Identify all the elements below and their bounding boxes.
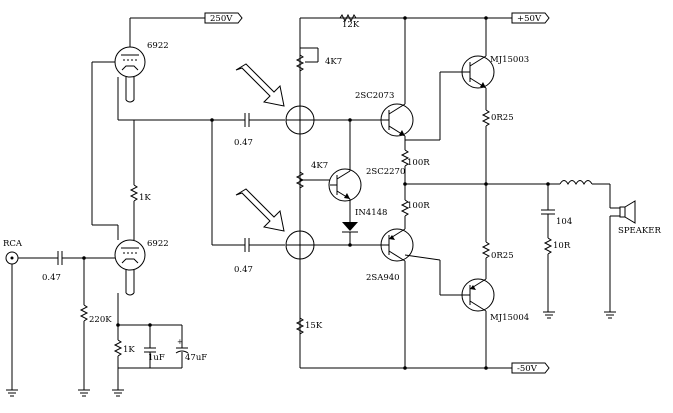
- speaker-label: SPEAKER: [618, 226, 661, 236]
- r-1k-mid-label: 1K: [139, 193, 151, 203]
- tube-top-label: 6922: [147, 41, 169, 51]
- c-in-label: 0.47: [42, 273, 61, 283]
- r-4k7-mid-label: 4K7: [311, 161, 328, 171]
- q-mj15003-label: MJ15003: [490, 55, 529, 65]
- r-12k-label: 12K: [342, 20, 360, 30]
- q-2sa940-label: 2SA940: [366, 273, 400, 283]
- transistor-mj15004: [461, 278, 495, 312]
- q-2sc2073-label: 2SC2073: [355, 91, 394, 101]
- resistor-1k-mid: [129, 184, 139, 202]
- arrow-bottom: [235, 188, 285, 232]
- r-220k-label: 220K: [89, 315, 112, 325]
- speaker-icon: [610, 200, 636, 224]
- q-2sc2270-label: 2SC2270: [366, 167, 405, 177]
- rca-input-jack: [5, 251, 19, 390]
- r-100r-bottom-label: 100R: [407, 201, 430, 211]
- c-top-label: 0.47: [234, 138, 253, 148]
- junction-dots: [82, 16, 550, 370]
- svg-text:+: +: [177, 338, 183, 346]
- transistor-2sc2270: [328, 168, 362, 202]
- rail-250v-label: 250V: [210, 14, 233, 24]
- q-mj15004-label: MJ15004: [490, 313, 529, 323]
- r-10r-label: 10R: [553, 241, 571, 251]
- output-inductor: [559, 180, 593, 186]
- rail-pos50v-label: +50V: [517, 14, 542, 24]
- r-4k7-top-label: 4K7: [325, 57, 342, 67]
- rail-250v: 250V: [130, 12, 243, 24]
- tube-6922-bottom: [114, 225, 146, 296]
- rail-neg50v: -50V: [300, 362, 550, 374]
- rail-neg50v-label: -50V: [517, 364, 538, 374]
- r-1k-cath-label: 1K: [123, 345, 135, 355]
- tube-6922-top: [92, 18, 146, 103]
- r-0r25-bottom-label: 0R25: [491, 251, 514, 261]
- transistor-mj15003: [461, 55, 495, 89]
- transistor-2sc2073: [375, 103, 414, 137]
- c-bottom-label: 0.47: [234, 265, 253, 275]
- transistor-2sa940: [375, 228, 414, 262]
- r-0r25-top-label: 0R25: [491, 113, 514, 123]
- d-in4148-label: IN4148: [355, 208, 387, 218]
- c-1uf-label: 1uF: [148, 353, 165, 363]
- ground-symbols: [6, 311, 616, 397]
- diode-in4148: [342, 222, 358, 245]
- c-104-label: 104: [556, 217, 572, 227]
- rca-label: RCA: [3, 239, 23, 249]
- rail-pos50v: +50V: [300, 12, 550, 24]
- arrow-top: [235, 63, 285, 107]
- r-100r-top-label: 100R: [407, 158, 430, 168]
- tube-bottom-label: 6922: [147, 239, 169, 249]
- c-47uf-label: 47uF: [185, 353, 207, 363]
- r-15k-label: 15K: [305, 321, 323, 331]
